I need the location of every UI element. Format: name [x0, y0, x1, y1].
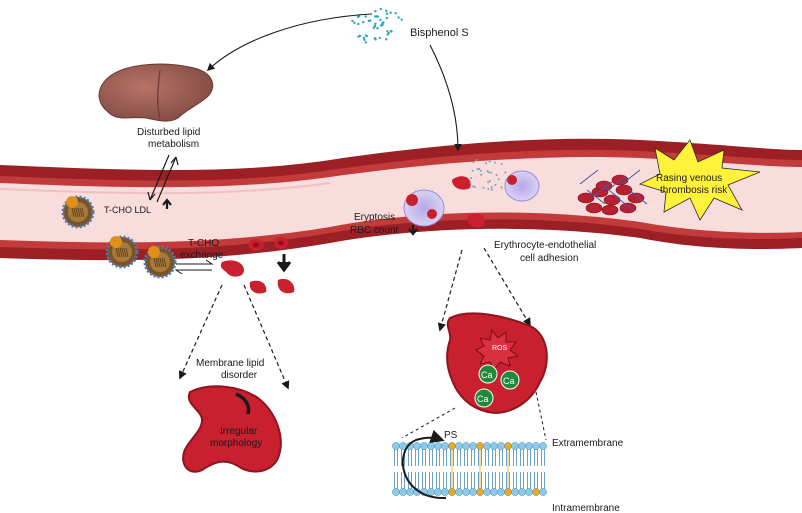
arrow-to-vessel [429, 44, 462, 152]
thrombosis-starburst [638, 139, 761, 221]
rbc-count-label: RBC count [350, 225, 399, 236]
bps-particles-in-vessel [469, 159, 508, 191]
liver-vessel-exchange-arrows [147, 154, 179, 203]
arrow-to-liver [206, 13, 373, 72]
adhesion-label-2: cell adhesion [520, 253, 578, 264]
ps-label: PS [444, 430, 458, 441]
exchange-arrows-icon [174, 259, 214, 275]
bisphenol-label: Bisphenol S [410, 27, 469, 39]
calcium-label-3: Ca [477, 394, 489, 404]
eryptosis-label: Eryptosis [354, 212, 395, 223]
irregular-label-1: Irregular [220, 426, 258, 437]
disturbed-lipid-label-2: metabolism [148, 139, 199, 150]
extramembrane-label: Extramembrane [552, 438, 624, 449]
membrane-bilayer [392, 442, 547, 496]
calcium-label-2: Ca [503, 376, 515, 386]
ros-label: ROS [492, 345, 508, 352]
liver-icon [98, 63, 214, 122]
ps-flip-arrow [401, 429, 447, 500]
disturbed-lipid-label-1: Disturbed lipid [137, 127, 200, 138]
lipoprotein-particles [61, 195, 177, 279]
up-arrow-icon [162, 198, 172, 209]
adhesion-label-1: Erythrocyte-endothelial [494, 240, 596, 251]
thrombus-cluster [577, 169, 648, 216]
tcho-exchange-label-1: T-CHO [188, 238, 219, 249]
tcho-ldl-label: T-CHO LDL [104, 205, 151, 215]
irregular-rbc [182, 385, 282, 473]
membrane-lipid-label-2: disorder [221, 370, 258, 381]
dotted-arrows [178, 247, 531, 390]
tcho-exchange-label-2: exchange [180, 250, 224, 261]
membrane-lipid-label-1: Membrane lipid [196, 358, 264, 369]
ros-starburst-icon [475, 329, 519, 371]
bisphenol-particles [351, 7, 403, 44]
down-arrow-small-icon [408, 225, 418, 236]
down-arrow-icon [276, 254, 292, 273]
eryptotic-cells [403, 170, 540, 228]
blood-vessel [0, 138, 802, 261]
calcium-label-1: Ca [481, 370, 493, 380]
rbc-group-left [220, 237, 295, 294]
irregular-label-2: morphology [210, 438, 262, 449]
zoom-lines [401, 391, 547, 441]
thrombosis-label-2: thrombosis risk [660, 185, 728, 196]
intramembrane-label: Intramembrane [552, 503, 620, 513]
thrombosis-label-1: Rasing venous [656, 173, 722, 184]
calcium-ions [474, 364, 520, 408]
